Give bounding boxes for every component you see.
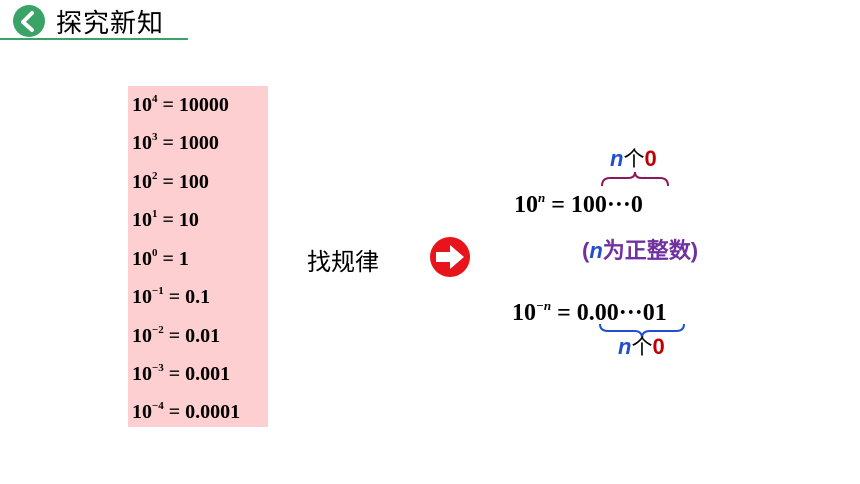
zero-count-label: n个0 [618,334,665,359]
power-row: 102 = 100 [132,170,209,194]
header-underline [0,38,188,40]
negative-exponent-formula: 10−n = 0.00···01 [512,298,667,326]
power-row: 101 = 10 [132,208,199,232]
section-title: 探究新知 [56,9,165,39]
zero-count-label: n个0 [610,146,657,171]
section-header: 探究新知 [0,0,190,40]
powers-of-ten-list: 104 = 10000 103 = 1000 102 = 100 101 = 1… [128,86,268,427]
chevron-left-icon [13,5,45,37]
power-row: 10−4 = 0.0001 [132,400,241,424]
overbrace [601,171,669,187]
find-pattern-label: 找规律 [307,248,379,276]
power-row: 103 = 1000 [132,131,219,155]
power-row: 104 = 10000 [132,93,229,117]
positive-integer-note: (n为正整数) [582,238,699,263]
power-row: 100 = 1 [132,247,189,271]
positive-exponent-formula: 10n = 100···0 [514,190,643,218]
power-row: 10−2 = 0.01 [132,324,221,348]
power-row: 10−1 = 0.1 [132,285,211,309]
power-row: 10−3 = 0.001 [132,362,231,386]
underbrace [599,323,685,339]
right-arrow-circle-icon[interactable] [429,236,471,278]
